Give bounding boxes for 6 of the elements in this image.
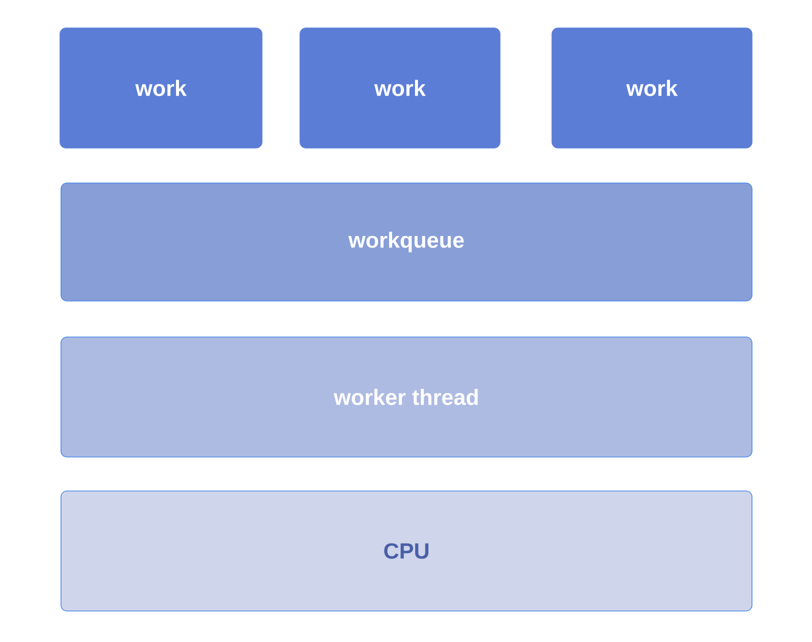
thread-band: worker thread [60, 336, 752, 458]
work-box: work [552, 28, 752, 148]
queue-band: workqueue [60, 182, 752, 302]
cpu-band: CPU [60, 490, 752, 612]
work-box: work [300, 28, 500, 148]
work-box: work [60, 28, 262, 148]
